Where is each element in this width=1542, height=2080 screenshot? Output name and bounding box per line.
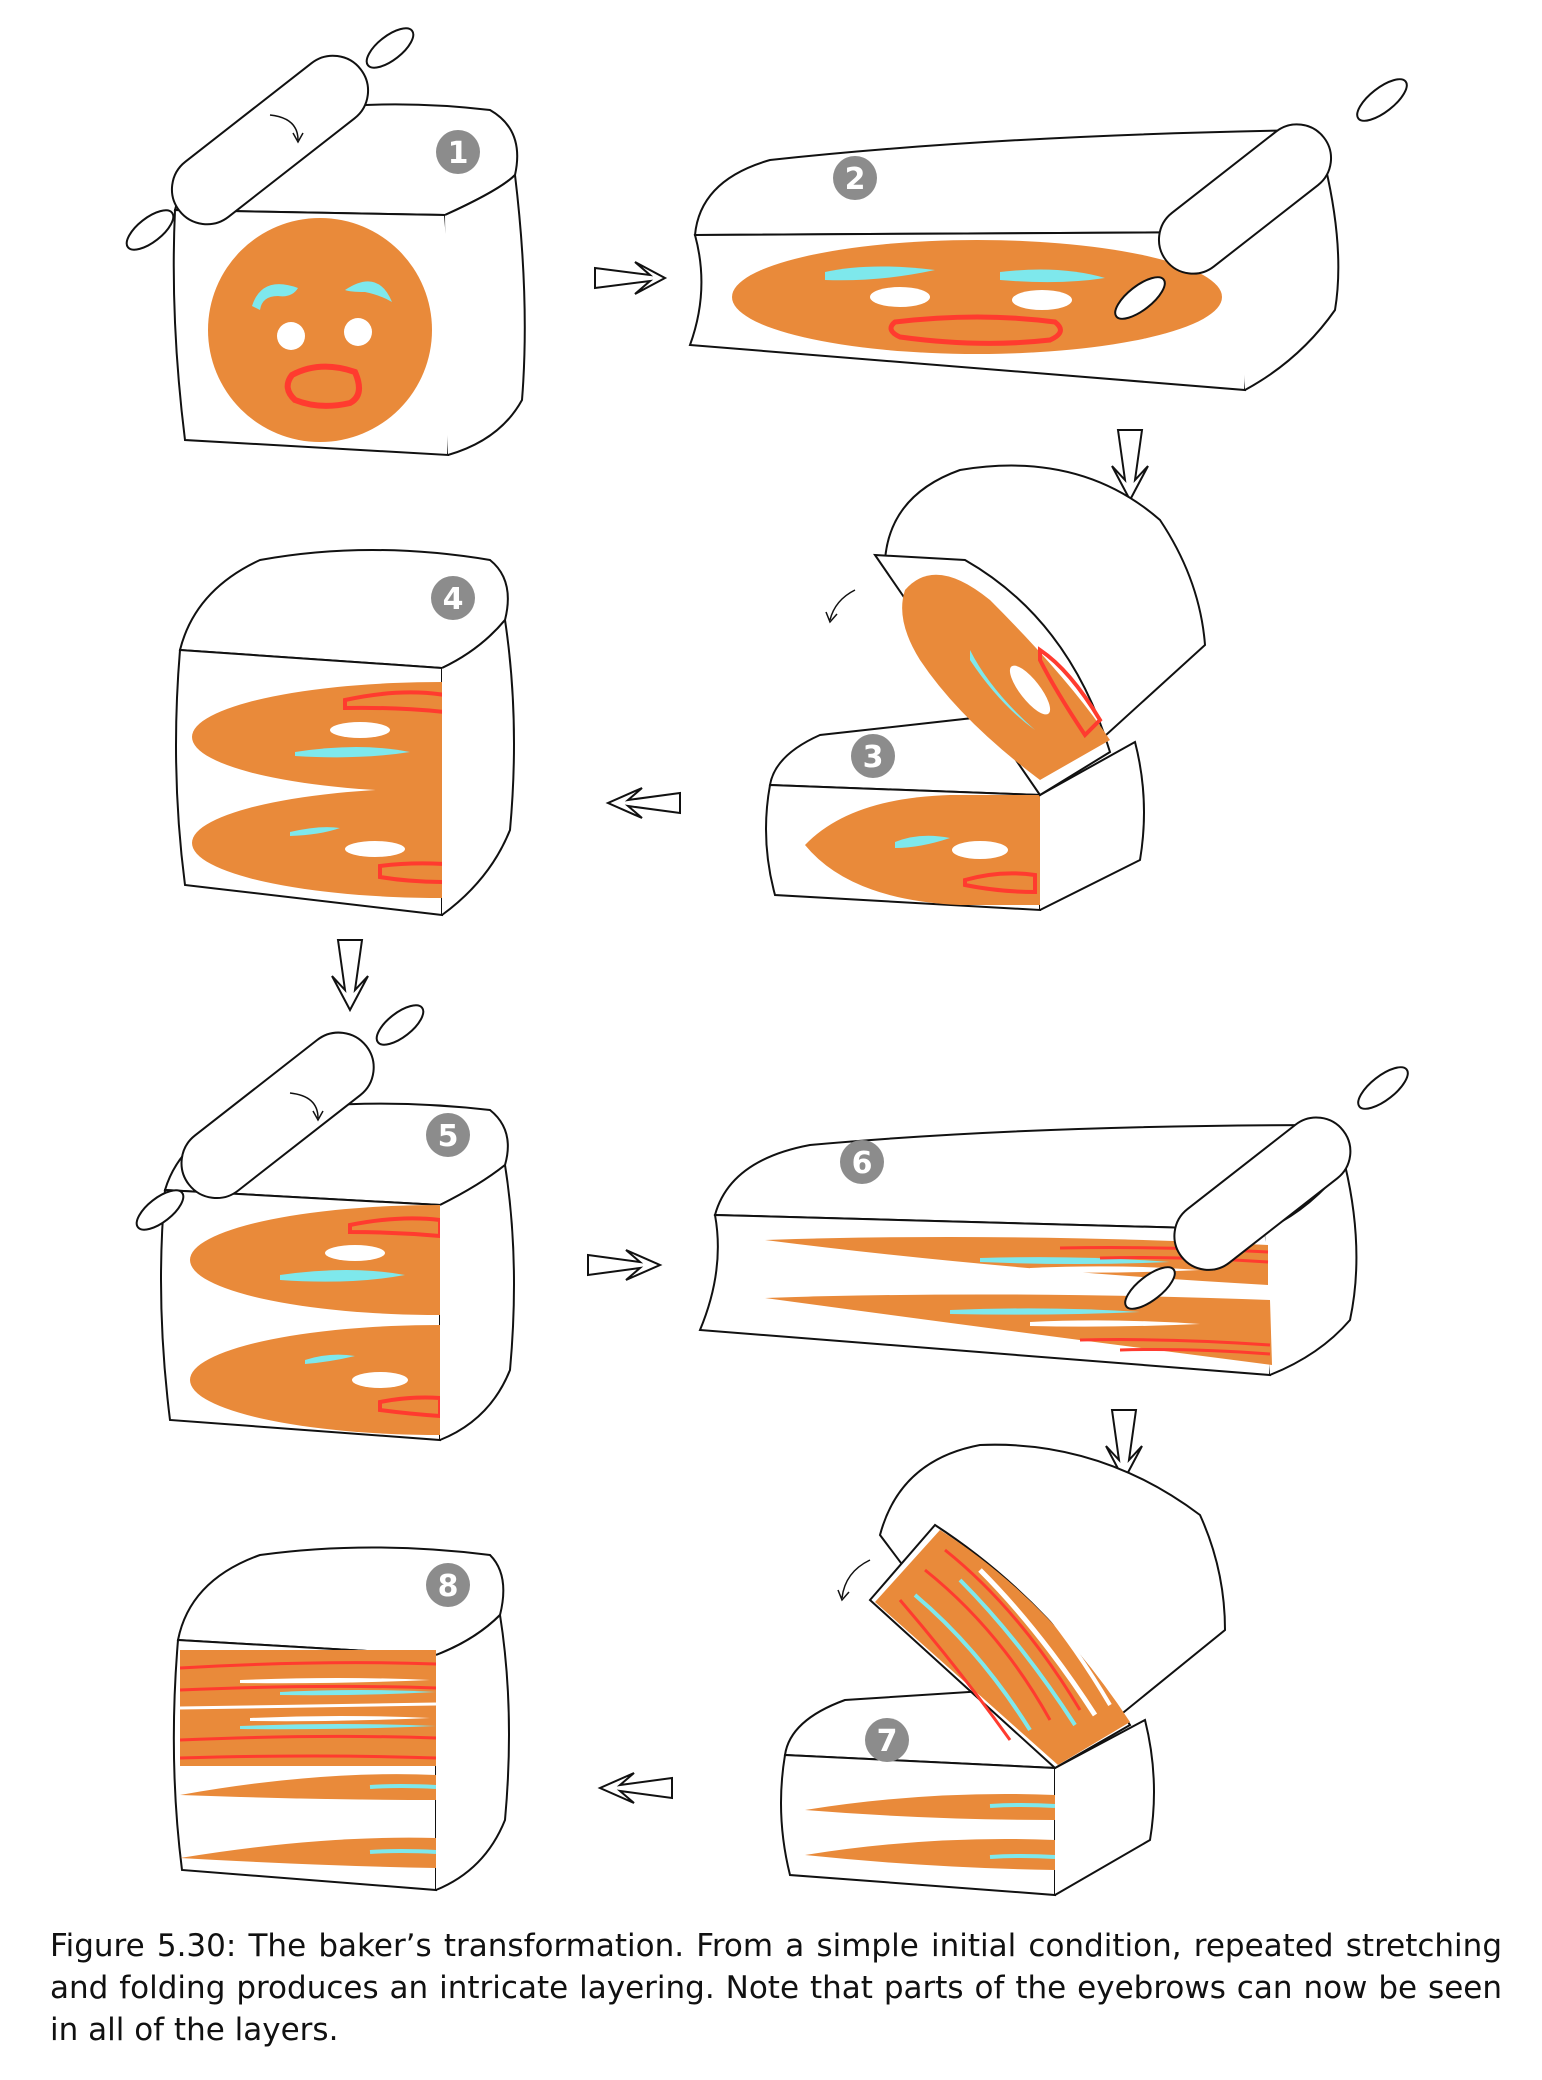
step-badge-7-label: 7 bbox=[877, 1724, 898, 1759]
hollow-double-arrow-icon bbox=[1105, 1409, 1143, 1483]
hollow-double-arrow-icon bbox=[597, 1772, 673, 1804]
rolling-pin-icon bbox=[1114, 78, 1408, 320]
hollow-double-arrow-icon bbox=[331, 939, 369, 1013]
step-badge-7 bbox=[865, 1718, 909, 1762]
step-badge-4-label: 4 bbox=[443, 582, 464, 617]
curved-arrow-icon bbox=[841, 1559, 871, 1599]
step-4-layered-block: 4 bbox=[175, 549, 515, 917]
rolling-pin-icon bbox=[135, 1004, 425, 1231]
gingerbread-face bbox=[208, 218, 432, 442]
step-2-dough-slab: 2 bbox=[688, 78, 1408, 392]
step-6-stretched-slab: 6 bbox=[698, 1066, 1409, 1377]
rolling-pin-icon bbox=[125, 27, 415, 251]
step-7-second-fold: 7 bbox=[780, 1443, 1227, 1897]
figure-caption: Figure 5.30: The baker’s transformation.… bbox=[50, 1928, 1502, 2048]
step-badge-6 bbox=[840, 1140, 884, 1184]
hollow-double-arrow-icon bbox=[605, 787, 681, 819]
step-badge-3 bbox=[851, 734, 895, 778]
step-1-dough-block: 1 bbox=[125, 27, 526, 457]
step-3-fold: 3 bbox=[765, 464, 1207, 912]
step-badge-2 bbox=[833, 156, 877, 200]
step-badge-5-label: 5 bbox=[438, 1119, 459, 1154]
step-badge-4 bbox=[431, 576, 475, 620]
step-badge-2-label: 2 bbox=[845, 162, 866, 197]
step-5-rolled-block: 5 bbox=[135, 1004, 515, 1442]
hollow-double-arrow-icon bbox=[1111, 429, 1149, 503]
bakers-transformation-diagram: 1 2 bbox=[125, 27, 1409, 1897]
step-badge-8 bbox=[426, 1563, 470, 1607]
step-8-final-layering: 8 bbox=[172, 1546, 510, 1892]
rolling-pin-icon bbox=[1124, 1066, 1409, 1310]
step-badge-3-label: 3 bbox=[863, 740, 884, 775]
step-badge-5 bbox=[426, 1113, 470, 1157]
curved-arrow-icon bbox=[829, 589, 856, 621]
step-badge-1-label: 1 bbox=[448, 136, 469, 171]
step-badge-1 bbox=[436, 130, 480, 174]
hollow-double-arrow-icon bbox=[594, 261, 668, 295]
step-badge-8-label: 8 bbox=[438, 1569, 459, 1604]
step-badge-6-label: 6 bbox=[852, 1146, 873, 1181]
hollow-double-arrow-icon bbox=[587, 1249, 663, 1281]
